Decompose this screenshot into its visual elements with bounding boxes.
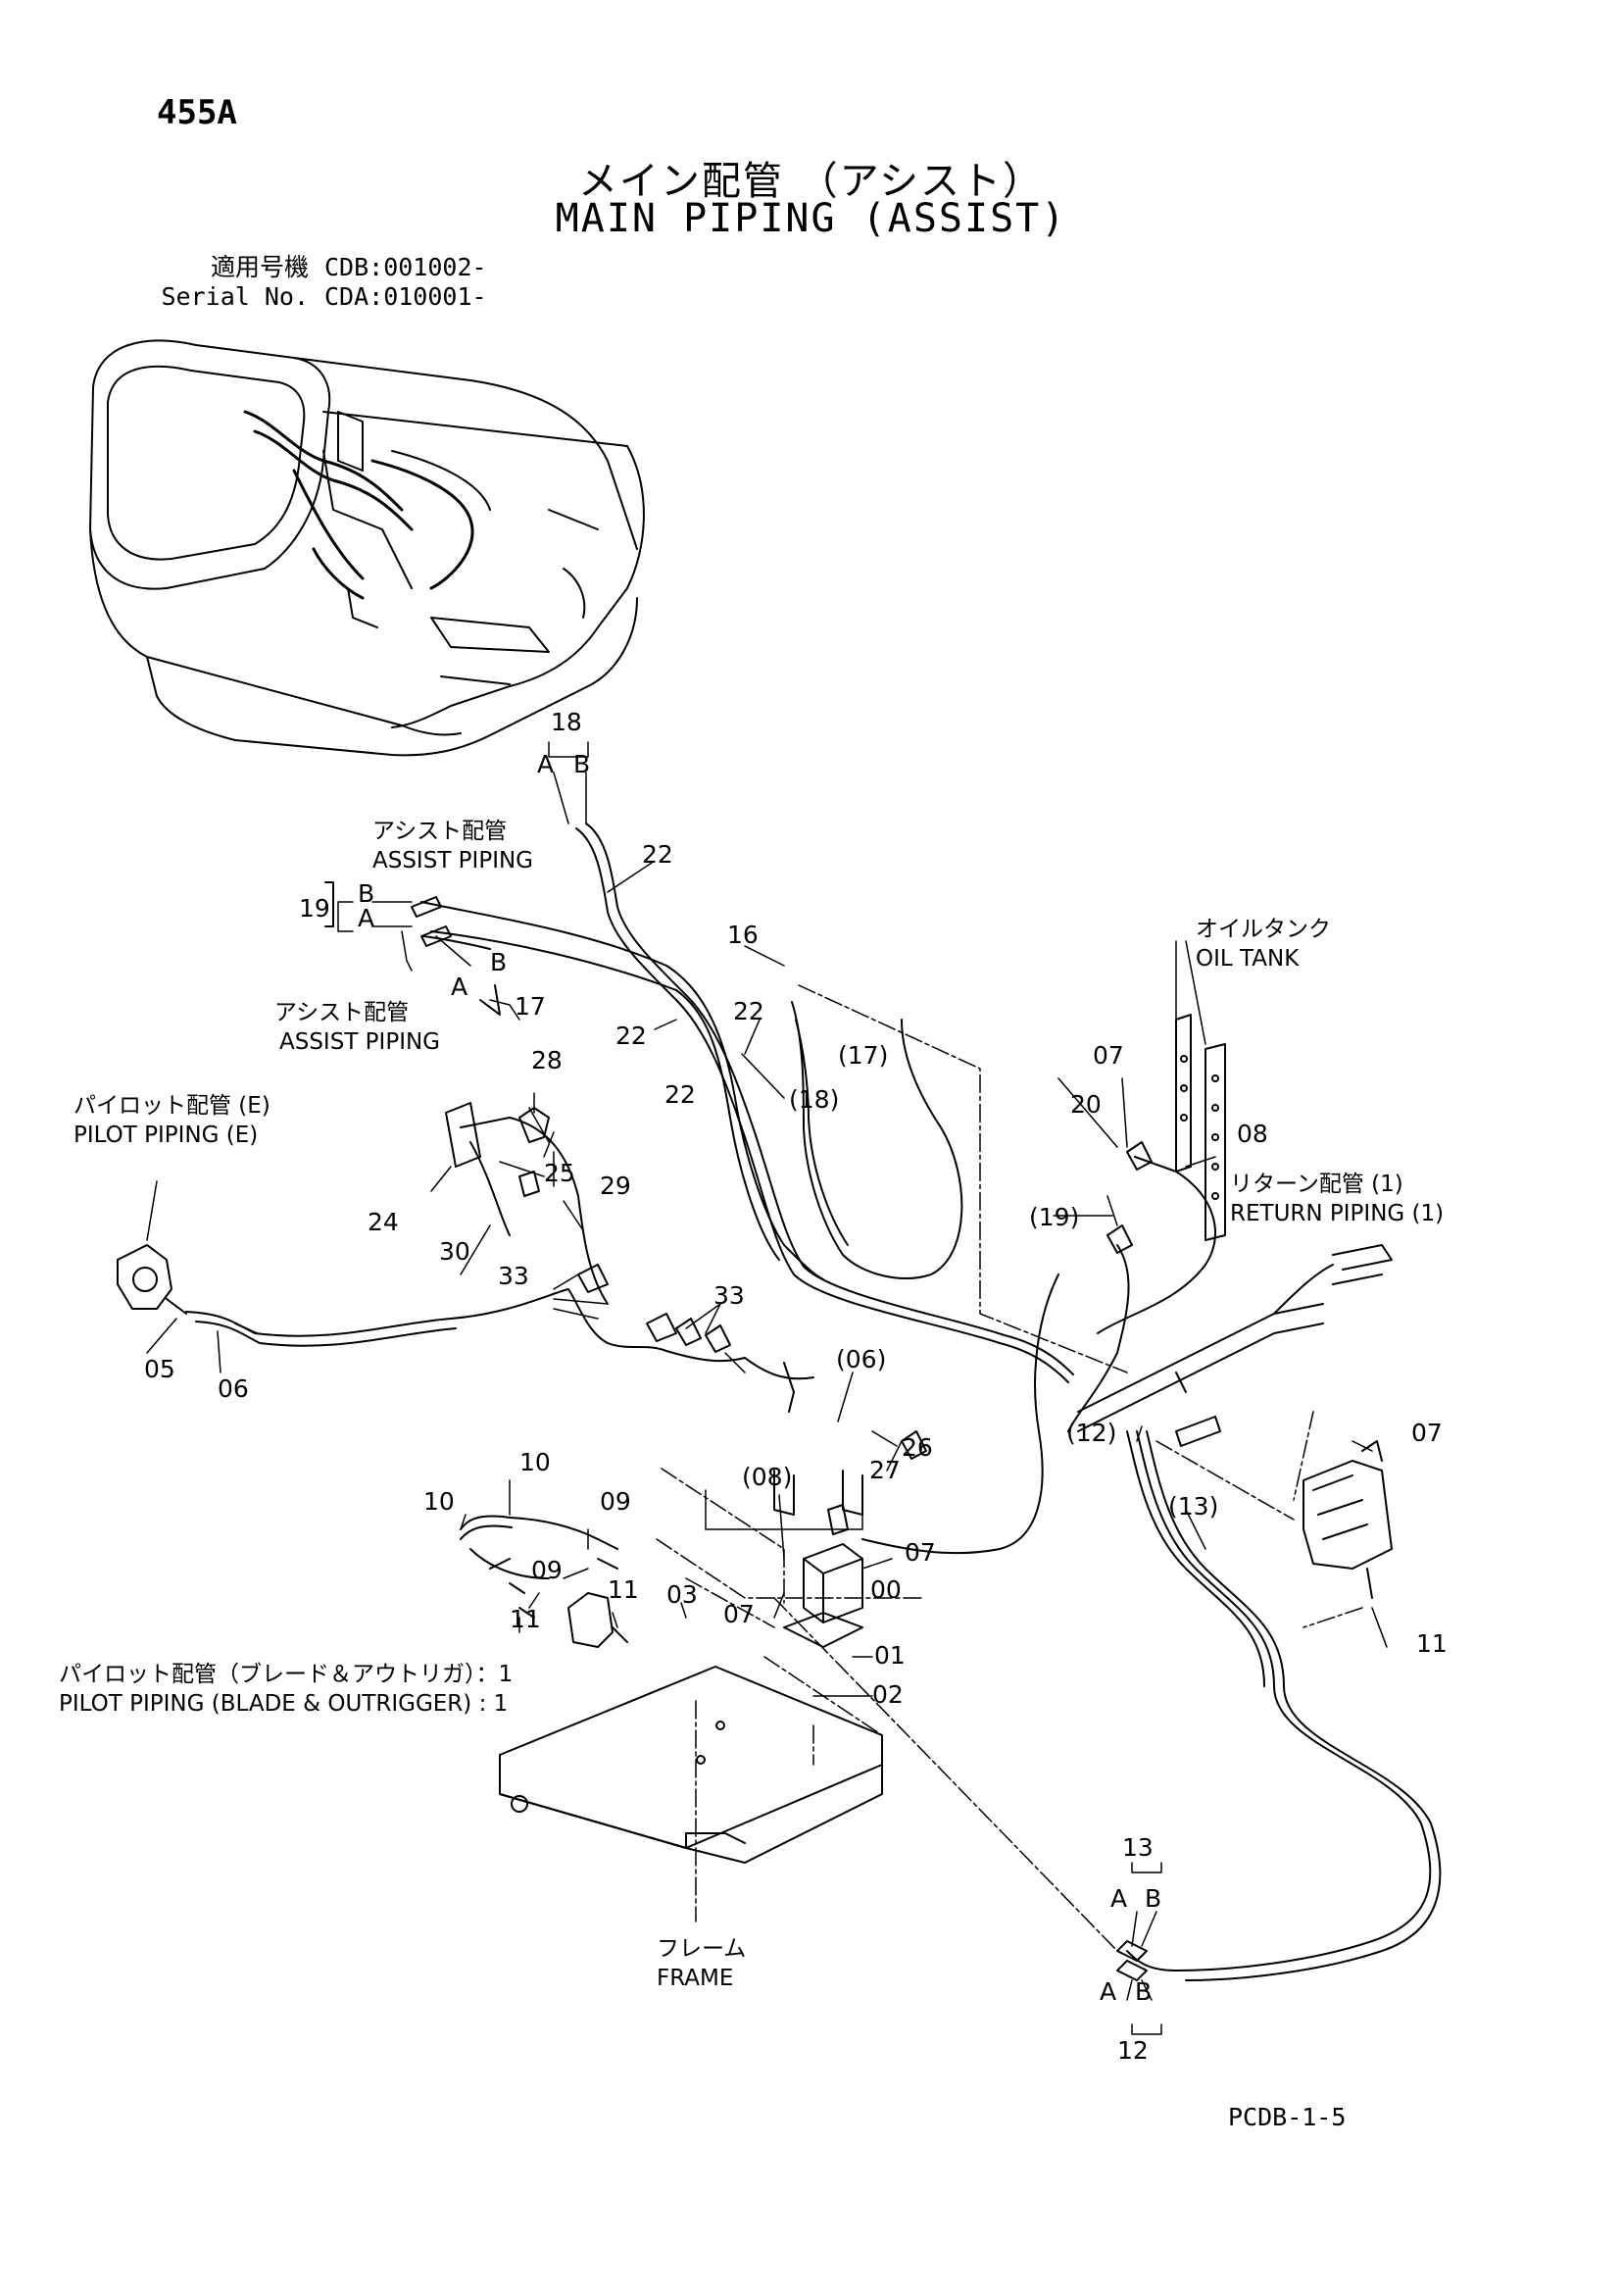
callout-18: 18 xyxy=(551,708,582,736)
callout-17-b: B xyxy=(490,948,507,976)
label-frame-jp: フレーム xyxy=(657,1936,746,1962)
assist-hoses xyxy=(411,823,1074,1383)
label-oil-tank-en: OIL TANK xyxy=(1196,946,1300,972)
callout-12-a: A xyxy=(1100,1977,1116,2006)
callout-22-mid: 22 xyxy=(733,997,764,1025)
callout-07-right: 07 xyxy=(905,1538,936,1567)
callout-05: 05 xyxy=(144,1355,175,1383)
callout-19-b: B xyxy=(358,879,374,908)
excavator-machine-sketch xyxy=(89,339,645,757)
callout-17-a: A xyxy=(451,973,467,1001)
callout-19-paren: (19) xyxy=(1029,1203,1079,1231)
label-assist-piping-jp-2: アシスト配管 xyxy=(274,1000,409,1025)
callout-12: 12 xyxy=(1117,2036,1149,2065)
callout-08-paren: (08) xyxy=(742,1463,792,1491)
callout-07-far-right: 07 xyxy=(1411,1419,1443,1447)
callout-01: 01 xyxy=(874,1641,906,1670)
callout-28: 28 xyxy=(531,1046,563,1074)
callout-18-a: A xyxy=(537,750,554,778)
callout-11-right: 11 xyxy=(608,1575,639,1604)
label-pilot-blade-en: PILOT PIPING (BLADE & OUTRIGGER) : 1 xyxy=(59,1691,508,1717)
title-japanese: メイン配管 （アシスト） xyxy=(577,159,1045,204)
callout-11-far-right: 11 xyxy=(1416,1629,1448,1658)
callout-03: 03 xyxy=(666,1580,698,1609)
serial-info: 適用号機 CDB:001002- Serial No. CDA:010001- xyxy=(157,253,487,312)
callout-06: 06 xyxy=(218,1374,249,1403)
callout-30: 30 xyxy=(439,1237,470,1266)
label-return-jp: リターン配管 (1) xyxy=(1230,1172,1403,1197)
label-oil-tank-jp: オイルタンク xyxy=(1196,917,1331,942)
pilot-valve-cluster xyxy=(445,1102,814,1380)
footer-code: PCDB-1-5 xyxy=(1228,2103,1347,2131)
callout-13-paren: (13) xyxy=(1168,1492,1218,1521)
oil-tank-panel xyxy=(1126,1014,1226,1241)
callout-26: 26 xyxy=(902,1433,933,1462)
callout-24: 24 xyxy=(368,1208,399,1236)
callout-33-right: 33 xyxy=(713,1281,745,1310)
callout-06-paren: (06) xyxy=(836,1345,886,1373)
callout-00: 00 xyxy=(870,1575,902,1604)
callout-13-b: B xyxy=(1145,1884,1161,1913)
right-control-valve xyxy=(1303,1440,1393,1599)
callout-07-left: 07 xyxy=(723,1600,755,1628)
callout-10-left: 10 xyxy=(423,1487,455,1516)
label-frame-en: FRAME xyxy=(657,1966,733,1991)
return-pipe xyxy=(1077,1244,1393,1432)
callout-08: 08 xyxy=(1237,1120,1268,1148)
frame-plate xyxy=(499,1666,883,1864)
callout-22-top: 22 xyxy=(642,840,673,869)
callout-10-top: 10 xyxy=(519,1448,551,1476)
serial-value-2: CDA:010001- xyxy=(324,282,487,311)
label-assist-piping-en-2: ASSIST PIPING xyxy=(279,1029,440,1055)
callout-27: 27 xyxy=(869,1456,901,1484)
callout-12-b: B xyxy=(1135,1977,1152,2006)
callout-20: 20 xyxy=(1070,1090,1102,1119)
callout-07-top: 07 xyxy=(1093,1041,1124,1070)
serial-label-jp: 適用号機 xyxy=(210,253,309,281)
callout-02: 02 xyxy=(872,1680,904,1709)
callout-leaders xyxy=(146,741,1388,2035)
pilot-piping-e-hose xyxy=(117,1244,746,1363)
title-english: MAIN PIPING (ASSIST) xyxy=(555,196,1067,241)
callout-33-left: 33 xyxy=(498,1262,529,1290)
label-pilot-blade-jp: パイロット配管（ブレード＆アウトリガ）：1 xyxy=(59,1662,513,1687)
label-assist-piping-jp-1: アシスト配管 xyxy=(372,819,507,844)
callout-11-left: 11 xyxy=(510,1605,541,1633)
callout-12-paren: (12) xyxy=(1066,1419,1116,1447)
return-loop xyxy=(861,1156,1216,1555)
serial-label-en: Serial No. xyxy=(161,282,309,311)
label-assist-piping-en-1: ASSIST PIPING xyxy=(372,848,533,873)
callout-22-low: 22 xyxy=(664,1080,696,1109)
blade-outrigger-valve xyxy=(460,1515,628,1648)
callout-16: 16 xyxy=(727,921,759,949)
callout-22-left: 22 xyxy=(615,1022,647,1050)
callout-29: 29 xyxy=(600,1172,631,1200)
callout-19: 19 xyxy=(299,894,330,923)
label-pilot-e-jp: パイロット配管 (E) xyxy=(74,1093,270,1119)
callout-17: 17 xyxy=(515,992,546,1021)
callout-19-a: A xyxy=(358,904,374,932)
label-pilot-e-en: PILOT PIPING (E) xyxy=(74,1123,258,1148)
label-return-en: RETURN PIPING (1) xyxy=(1230,1201,1444,1226)
lower-hose-loop xyxy=(1116,1416,1442,1981)
control-valve-assembly xyxy=(773,1362,927,1648)
callout-13: 13 xyxy=(1122,1833,1154,1862)
callout-09-right: 09 xyxy=(600,1487,631,1516)
callout-18-b: B xyxy=(573,750,590,778)
callout-09-left: 09 xyxy=(531,1556,563,1584)
callout-25: 25 xyxy=(544,1159,575,1187)
page-number: 455A xyxy=(157,93,237,132)
serial-value-1: CDB:001002- xyxy=(324,253,487,281)
callout-18-paren: (18) xyxy=(789,1085,839,1114)
callout-13-a: A xyxy=(1110,1884,1127,1913)
callout-17-paren: (17) xyxy=(838,1041,888,1070)
